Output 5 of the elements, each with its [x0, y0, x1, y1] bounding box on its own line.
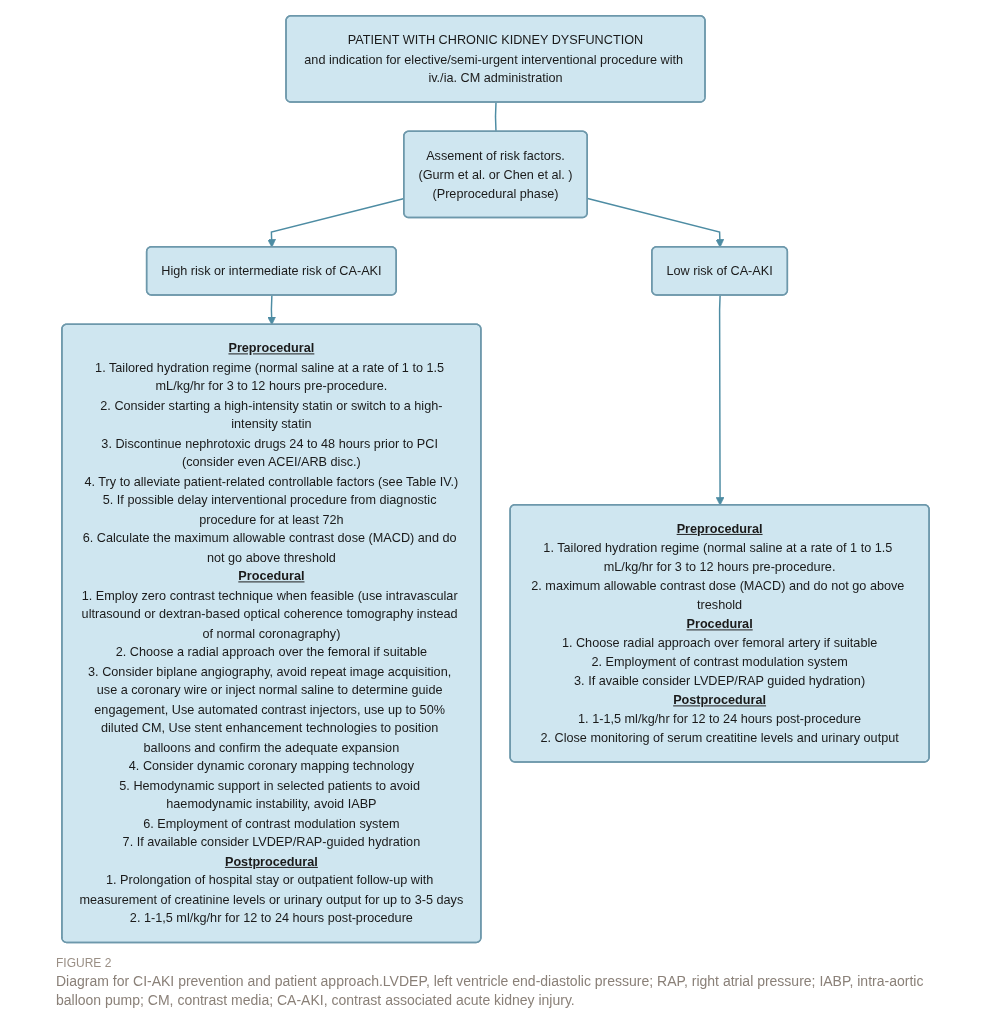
caption: Diagram for CI-AKI prevention and patient approach.LVDEP, left ventricle end-diastolic pressure; RAP, right atrial pressure; IABP, intra-aortic balloon pump; CM, contrast media; CA-AKI, contrast associated acute kidney injury.: [56, 972, 925, 1010]
figure-label: FIGURE 2: [56, 956, 112, 971]
arrow: [715, 294, 725, 506]
arrow: [267, 294, 276, 326]
connector: [494, 101, 497, 133]
